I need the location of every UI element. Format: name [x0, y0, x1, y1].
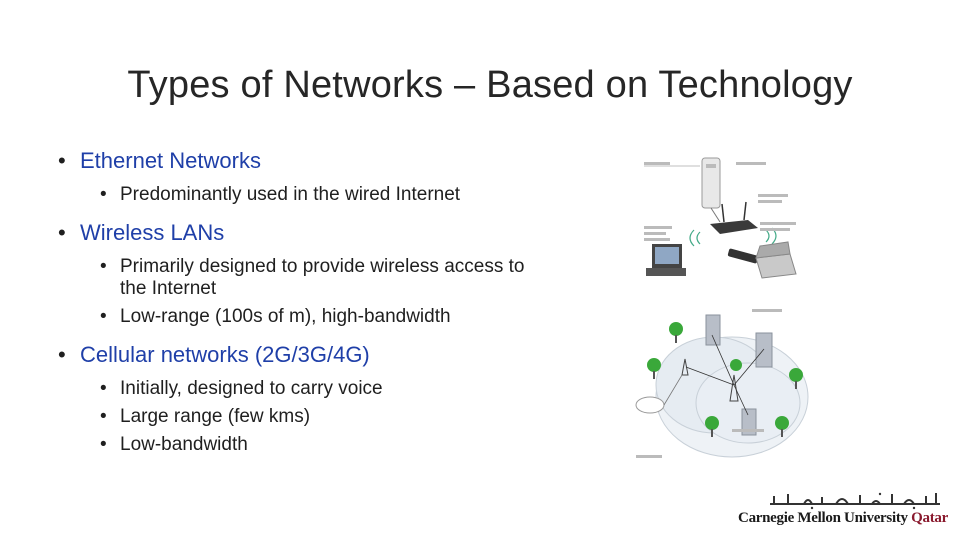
cellular-network-diagram-icon [635, 309, 809, 458]
slide-title: Types of Networks – Based on Technology [127, 64, 853, 106]
logo-university-name: Carnegie Mellon University [738, 510, 908, 526]
bullet-wireless-lans: Wireless LANs [58, 218, 618, 248]
cmu-qatar-logo: Carnegie Mellon University Qatar [738, 490, 948, 534]
bullet-list: Ethernet Networks Predominantly used in … [58, 146, 618, 456]
bullet-cellular-networks: Cellular networks (2G/3G/4G) [58, 340, 618, 370]
sub-bullet-carry-voice: Initially, designed to carry voice [58, 378, 618, 400]
sub-bullet-wireless-access: Primarily designed to provide wireless a… [58, 256, 618, 300]
bullet-ethernet-networks: Ethernet Networks [58, 146, 618, 176]
wireless-lan-diagram-icon [644, 157, 797, 279]
sub-bullet-low-range: Low-range (100s of m), high-bandwidth [58, 306, 618, 328]
sub-bullet-wired-internet: Predominantly used in the wired Internet [58, 184, 618, 206]
logo-qatar: Qatar [911, 510, 948, 526]
sub-bullet-large-range: Large range (few kms) [58, 406, 618, 428]
sub-bullet-wireless-access-line2: the Internet [120, 278, 217, 299]
sub-bullet-wireless-access-line1: Primarily designed to provide wireless a… [120, 256, 525, 277]
logo-english-text: Carnegie Mellon University Qatar [738, 510, 948, 527]
arabic-wordmark [770, 492, 940, 510]
sub-bullet-low-bandwidth: Low-bandwidth [58, 434, 618, 456]
